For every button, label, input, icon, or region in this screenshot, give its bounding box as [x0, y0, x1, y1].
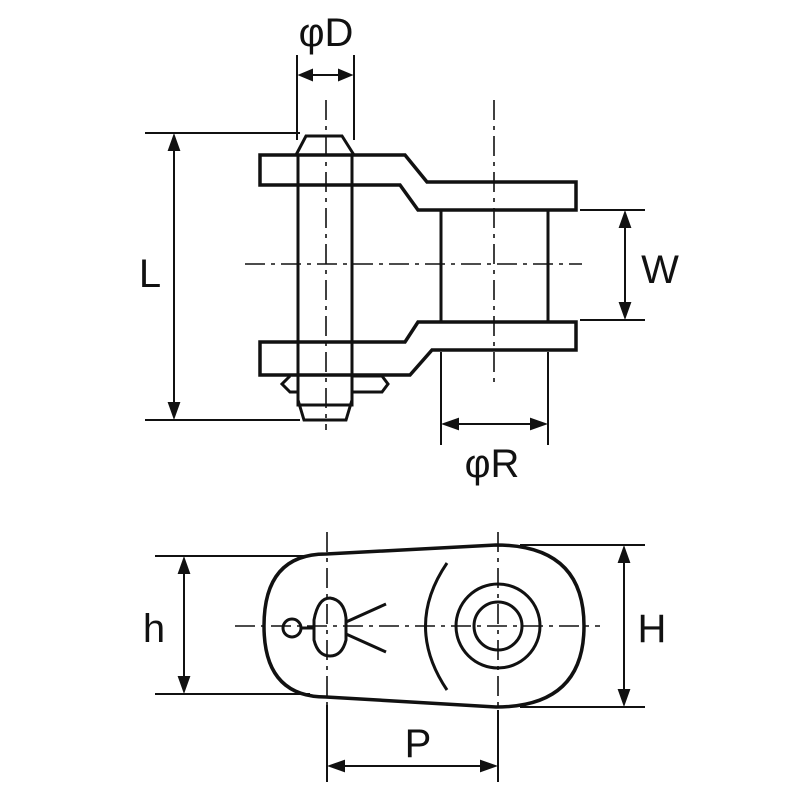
- dimension-p: [326, 705, 499, 782]
- label-h-small: h: [143, 607, 165, 651]
- pin: [294, 134, 356, 422]
- label-p: P: [405, 722, 432, 766]
- label-l: L: [139, 252, 161, 296]
- label-w: W: [641, 248, 679, 292]
- label-phi-r: φR: [465, 442, 520, 486]
- dimension-phi-d: [296, 55, 355, 140]
- side-view: φD L W φR: [139, 11, 679, 486]
- dimension-h-large: [520, 544, 645, 708]
- dimension-w: [580, 209, 645, 321]
- label-phi-d: φD: [299, 11, 354, 55]
- plan-view-centerlines: [235, 532, 600, 720]
- plan-view: h H P: [143, 532, 667, 782]
- plate-outline: [262, 543, 586, 709]
- label-h-large: H: [638, 607, 667, 651]
- dimension-l: [145, 132, 300, 421]
- upper-plate: [258, 153, 578, 212]
- pin-head-with-cotter: [281, 596, 387, 658]
- dimension-phi-r: [440, 352, 549, 445]
- dimension-h-small: [155, 555, 310, 695]
- lower-plate: [258, 320, 578, 377]
- side-view-centerlines: [245, 100, 582, 430]
- cotter-pin: [279, 374, 390, 394]
